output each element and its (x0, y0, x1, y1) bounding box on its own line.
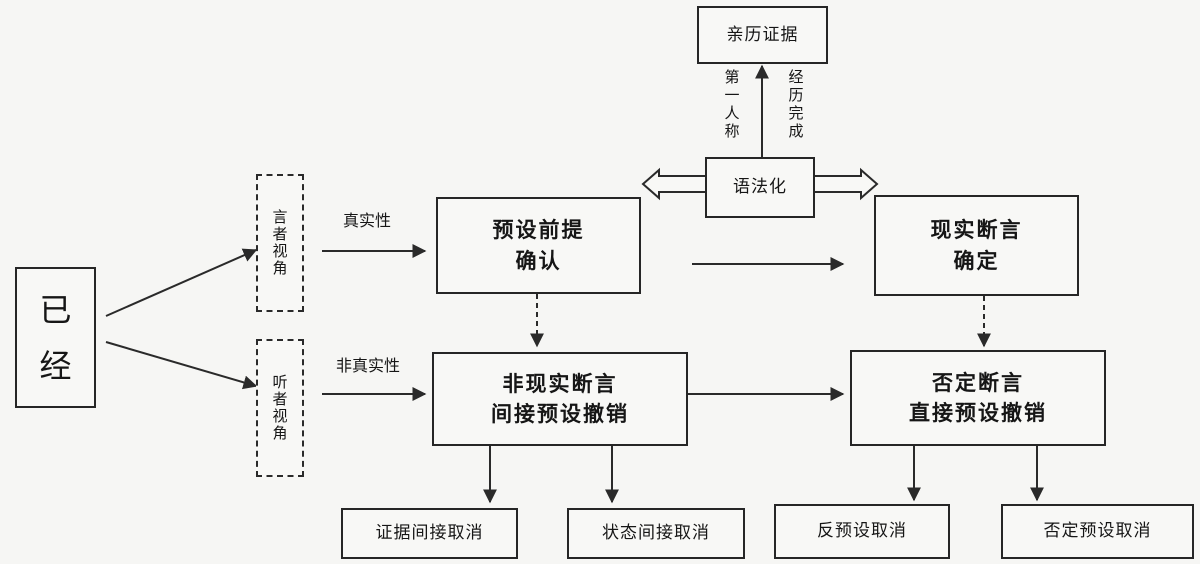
node-irrealis-line-1: 非现实断言 (502, 371, 618, 396)
label-first-person: 第一人称 (724, 68, 740, 140)
node-grammaticalization-text: 语法化 (733, 177, 787, 198)
node-negation-line-2: 直接预设撤销 (909, 401, 1047, 425)
node-yijing: 已经 (15, 267, 96, 408)
node-evidence-text: 亲历证据 (726, 24, 799, 45)
node-hearer-text: 听者视角 (272, 372, 288, 443)
node-presupposition-confirm: 预设前提 确认 (436, 197, 641, 294)
node-speaker-perspective: 言者视角 (256, 174, 304, 312)
node-speaker-text: 言者视角 (272, 207, 288, 278)
node-leaf-evidential: 证据间接取消 (341, 508, 518, 559)
node-negation-line-1: 否定断言 (932, 370, 1024, 395)
node-leaf-negative: 否定预设取消 (1001, 504, 1194, 559)
node-evidence-experience: 亲历证据 (697, 6, 828, 64)
label-experience-complete: 经历完成 (788, 68, 804, 140)
node-yijing-char-1: 已经 (39, 290, 72, 385)
arrow-yijing-to-hearer (105, 341, 258, 390)
node-leaf-counter: 反预设取消 (774, 504, 950, 559)
leaf-state-text: 状态间接取消 (602, 523, 710, 544)
node-realis-line-1: 现实断言 (930, 218, 1023, 243)
node-irrealis-line-2: 间接预设撤销 (491, 402, 629, 426)
double-arrow-right (815, 167, 879, 201)
node-hearer-perspective: 听者视角 (256, 339, 304, 477)
node-negation-assertion: 否定断言 直接预设撤销 (850, 350, 1106, 446)
arrow-yijing-to-speaker (105, 248, 258, 317)
node-realis-assertion: 现实断言 确定 (874, 195, 1079, 296)
leaf-evidential-text: 证据间接取消 (375, 523, 484, 544)
node-leaf-state: 状态间接取消 (567, 508, 745, 559)
double-arrow-left (641, 167, 705, 201)
node-presupposition-line-2: 确认 (515, 248, 562, 273)
node-realis-line-2: 确定 (953, 248, 1000, 273)
leaf-counter-text: 反预设取消 (817, 521, 907, 542)
node-irrealis-assertion: 非现实断言 间接预设撤销 (432, 352, 688, 446)
label-truth: 真实性 (343, 211, 392, 230)
node-presupposition-line-1: 预设前提 (492, 218, 585, 243)
label-non-truth: 非真实性 (336, 356, 401, 375)
leaf-negative-text: 否定预设取消 (1043, 521, 1152, 542)
node-grammaticalization: 语法化 (705, 157, 815, 218)
